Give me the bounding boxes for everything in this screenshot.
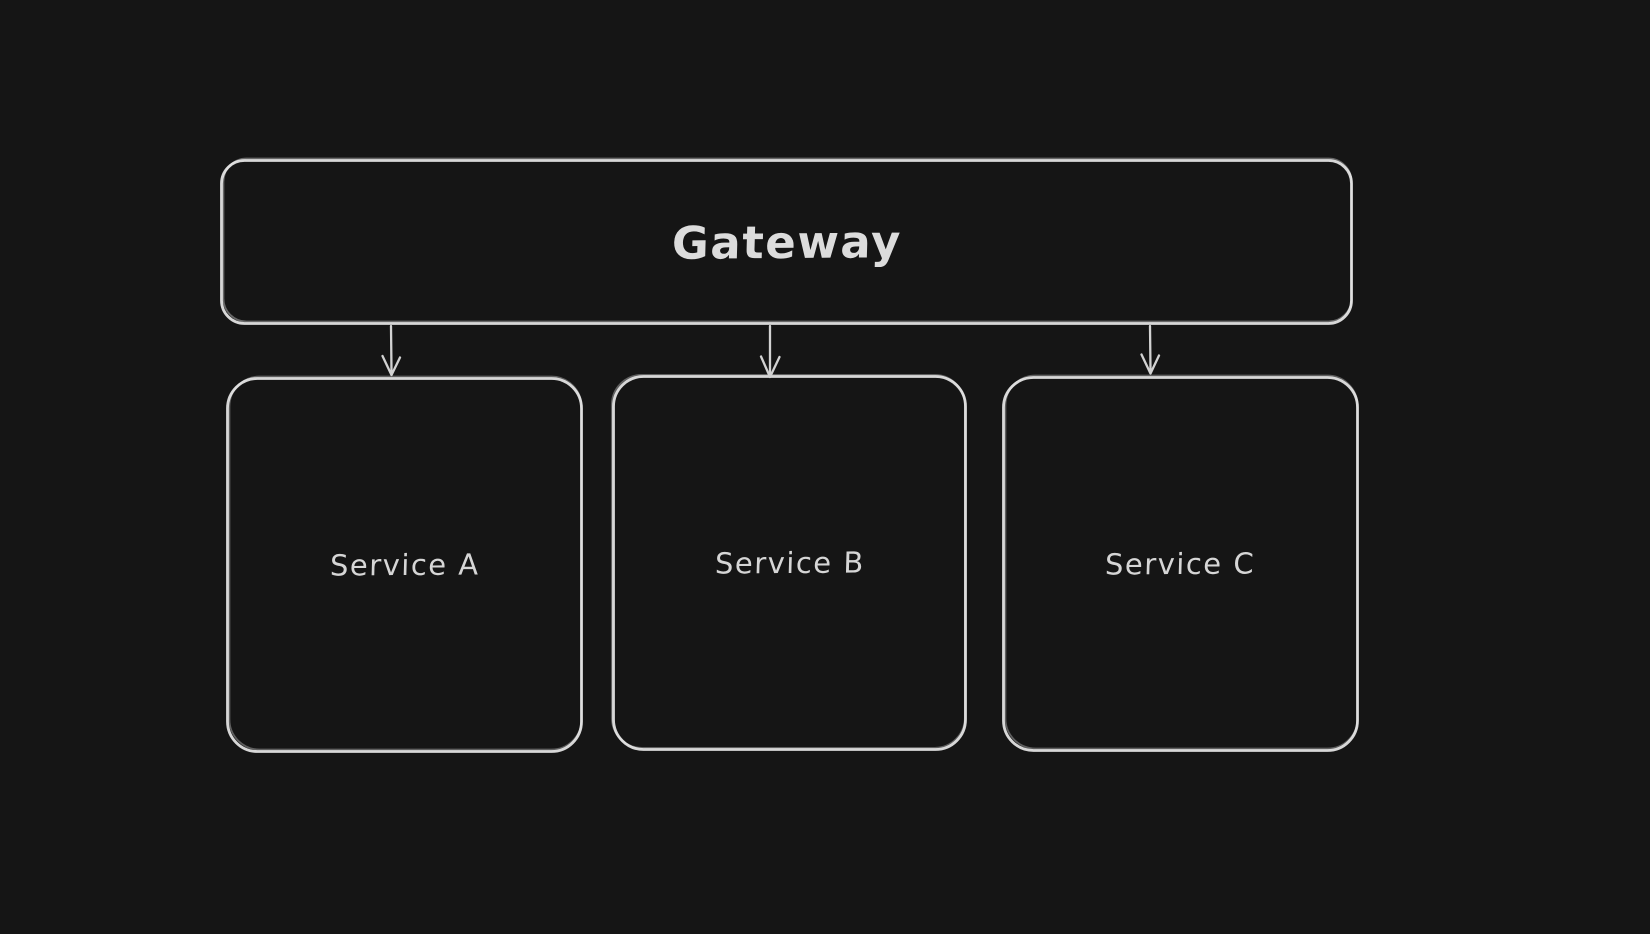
node-service-b[interactable]: Service B [612,375,967,751]
node-service-c[interactable]: Service C [1002,376,1359,752]
node-service-a-label: Service A [329,547,480,583]
edge-gateway-service-a[interactable] [381,324,402,377]
edge-gateway-service-b[interactable] [759,324,781,379]
node-service-c-label: Service C [1104,546,1257,582]
node-gateway-label: Gateway [670,214,903,270]
edge-gateway-service-c[interactable] [1140,324,1161,375]
node-gateway[interactable]: Gateway [220,159,1353,325]
node-service-b-label: Service B [714,545,865,581]
node-service-a[interactable]: Service A [226,377,583,753]
